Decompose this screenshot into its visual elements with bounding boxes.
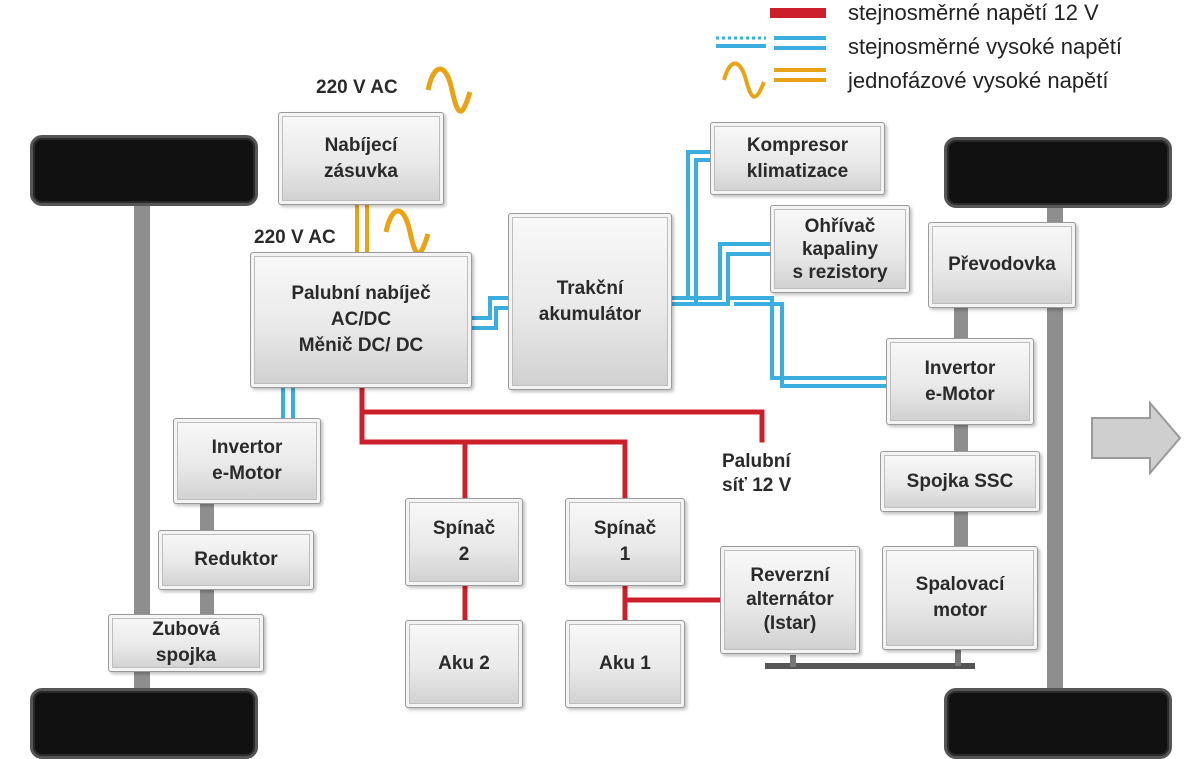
legend-swatch-ac-sine — [722, 61, 766, 99]
reducer-box: Reduktor — [158, 530, 314, 590]
legend-swatches — [716, 8, 826, 99]
wheel-rear-left — [30, 688, 258, 759]
wheel-front-left — [30, 135, 258, 206]
dc12-network — [359, 385, 765, 623]
legend-swatch-dc12 — [770, 8, 826, 18]
charging-socket-box: Nabíjecí zásuvka — [278, 112, 444, 205]
switch-2-box: Spínač 2 — [405, 498, 523, 586]
link-reducer-clutch — [200, 590, 214, 614]
link-clutch-engine — [954, 512, 968, 546]
link-inverter-clutch — [954, 425, 968, 451]
legend-dc12-label: stejnosměrné napětí 12 V — [848, 0, 1099, 25]
battery-2-box: Aku 2 — [405, 620, 523, 708]
ac-socket-charger — [355, 203, 369, 254]
battery-1-box: Aku 1 — [565, 620, 685, 708]
ac-sine-mid — [383, 208, 431, 256]
wheel-front-right — [944, 137, 1172, 208]
hv-charger-left-inverter — [281, 386, 295, 420]
ac-compressor-box: Kompresor klimatizace — [710, 122, 885, 195]
coolant-heater-box: Ohřívač kapaliny s rezistory — [770, 205, 910, 293]
belt-link — [765, 663, 975, 669]
direction-arrow — [1091, 400, 1182, 476]
traction-battery-box: Trakční akumulátor — [508, 213, 672, 390]
onboard-charger-box: Palubní nabíječ AC/DC Měnič DC/ DC — [250, 252, 472, 388]
right-axle-shaft — [1047, 205, 1063, 690]
link-inverter-reducer — [200, 504, 214, 530]
inverter-emotor-right-box: Invertor e-Motor — [886, 338, 1034, 425]
legend-achv-label: jednofázové vysoké napětí — [848, 68, 1109, 93]
gearbox-box: Převodovka — [928, 222, 1076, 308]
ac-label-mid: 220 V AC — [254, 227, 336, 248]
inverter-emotor-left-box: Invertor e-Motor — [173, 418, 321, 504]
hv-battery-branches — [670, 150, 890, 388]
onboard-network-label: Palubní síť 12 V — [722, 451, 792, 496]
ac-label-top: 220 V AC — [316, 77, 398, 98]
left-axle-shaft — [134, 200, 150, 690]
switch-1-box: Spínač 1 — [565, 498, 685, 586]
reversible-alternator-box: Reverzní alternátor (Istar) — [720, 546, 860, 654]
link-gearbox-inverter — [954, 308, 968, 338]
ac-sine-top — [425, 66, 473, 114]
dog-clutch-box: Zubová spojka — [108, 614, 264, 672]
hv-charger-battery — [468, 296, 512, 330]
legend-dchv-label: stejnosměrné vysoké napětí — [848, 34, 1122, 59]
clutch-ssc-box: Spojka SSC — [880, 451, 1040, 512]
combustion-engine-box: Spalovací motor — [882, 546, 1038, 650]
